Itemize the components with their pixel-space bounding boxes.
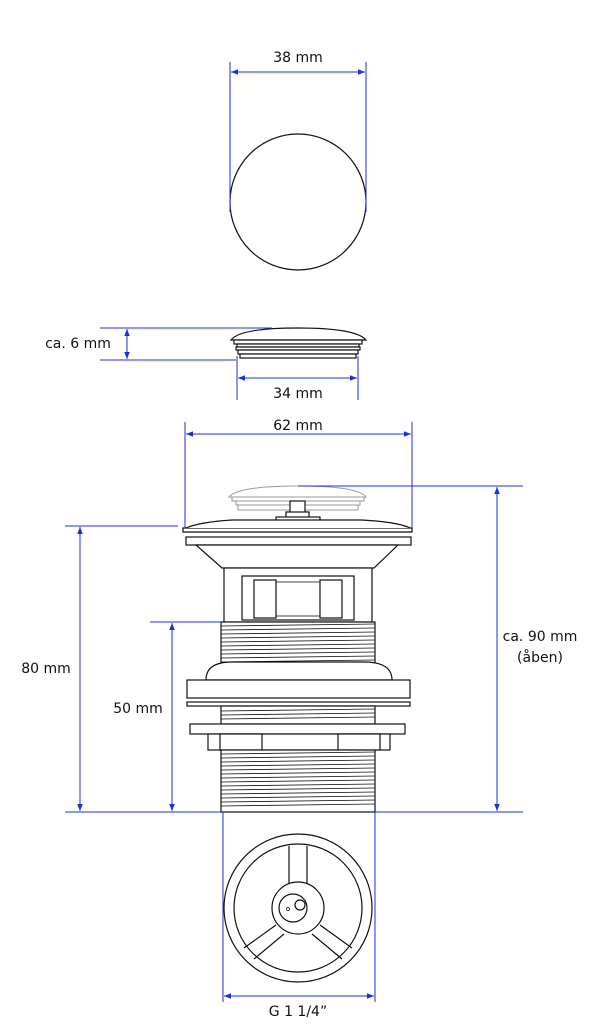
body-height-dimension: 80 mm — [21, 525, 221, 813]
lower-thread — [220, 749, 376, 813]
overall-height-open-label-line2: (åben) — [517, 649, 563, 666]
flange-diameter-dimension: 62 mm — [184, 418, 413, 528]
flange-diameter-label: 62 mm — [273, 418, 323, 434]
cap-diameter-dimension: 38 mm — [229, 50, 367, 212]
thread-size-label: G 1 1/4” — [269, 1004, 327, 1020]
cap-diameter-label: 38 mm — [273, 50, 323, 66]
thread-height-dimension: 50 mm — [113, 621, 221, 811]
middle-thread — [220, 705, 376, 725]
upper-thread — [220, 621, 376, 667]
cap-top-view — [229, 133, 367, 271]
thread-height-label: 50 mm — [113, 701, 163, 717]
overall-height-open-dimension: ca. 90 mm (åben) — [298, 485, 578, 813]
overall-height-open-label-line1: ca. 90 mm — [503, 629, 578, 645]
drain-bottom-view — [223, 833, 373, 983]
drain-assembly — [182, 500, 413, 813]
cap-height-dimension: ca. 6 mm — [45, 327, 272, 361]
cap-base-diameter-label: 34 mm — [273, 386, 323, 402]
cap-base-diameter-dimension: 34 mm — [236, 356, 359, 402]
cap-height-label: ca. 6 mm — [45, 336, 111, 352]
thread-size-dimension: G 1 1/4” — [222, 812, 376, 1020]
cap-side-view — [229, 327, 368, 359]
body-height-label: 80 mm — [21, 661, 71, 677]
